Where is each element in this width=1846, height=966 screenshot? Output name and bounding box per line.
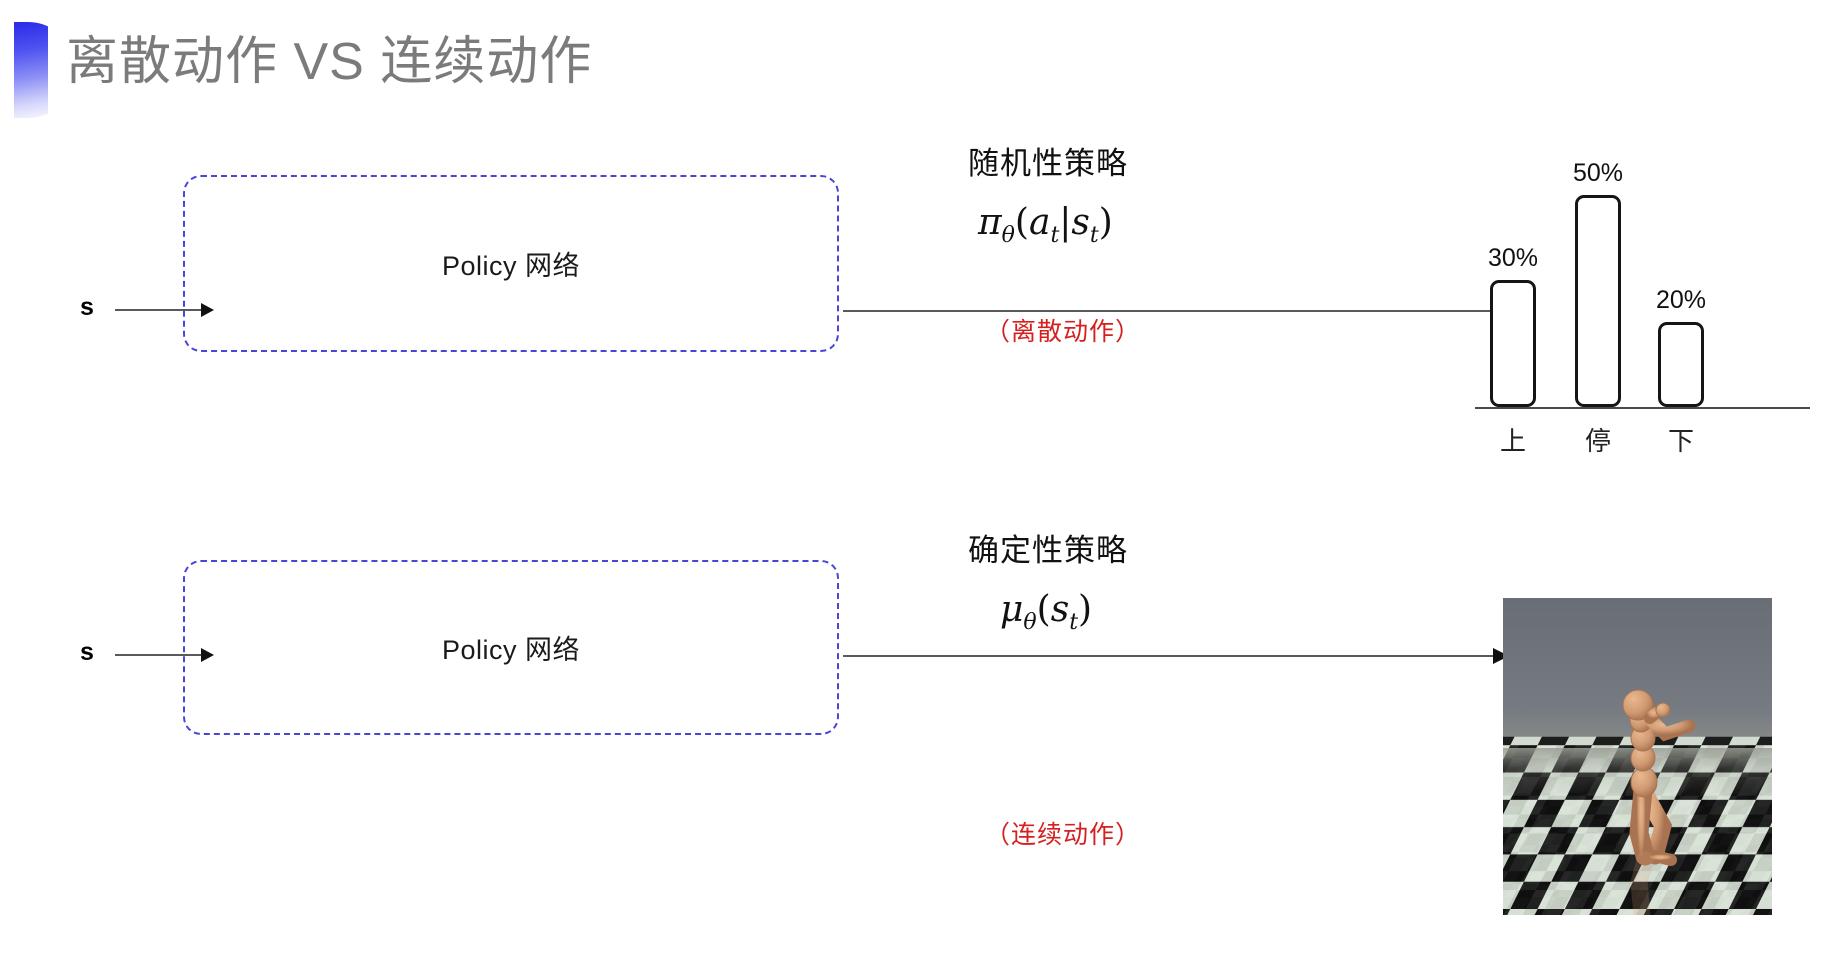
output-arrow-continuous <box>843 648 1509 664</box>
output-arrow-discrete <box>843 303 1509 319</box>
bar-category-1: 停 <box>1584 426 1611 456</box>
bar-category-0: 上 <box>1499 426 1526 456</box>
bar-rect-0[interactable] <box>1490 280 1536 407</box>
policy-network-box-discrete[interactable]: Policy 网络 <box>183 175 839 352</box>
policy-network-box-continuous[interactable]: Policy 网络 <box>183 560 839 735</box>
continuous-action-note: （连续动作） <box>985 821 1142 849</box>
policy-network-label: Policy 网络 <box>441 635 581 665</box>
humanoid-sim-svg <box>1503 598 1772 915</box>
policy-kind-stochastic: 随机性策略 <box>968 146 1128 181</box>
policy-network-label: Policy 网络 <box>441 251 581 281</box>
input-arrow-discrete <box>115 303 214 317</box>
discrete-action-note: （离散动作） <box>985 318 1142 346</box>
bar-rect-1[interactable] <box>1575 195 1621 407</box>
formula-stochastic-policy: πθ(at|st) <box>978 202 1113 249</box>
bar-value-0: 30% <box>1487 244 1539 272</box>
bar-rect-2[interactable] <box>1658 322 1704 407</box>
action-probability-bar-chart: 30% 上 50% 停 20% 下 <box>1470 95 1815 456</box>
half-circle-gradient-icon <box>14 22 48 118</box>
bar-value-2: 20% <box>1655 286 1707 314</box>
input-arrow-continuous <box>115 648 214 662</box>
continuous-action-row: s Policy 网络 确定性策略 μθ(st) （连续动作） <box>0 533 1846 930</box>
bar-value-1: 50% <box>1572 159 1624 187</box>
bar-category-2: 下 <box>1667 426 1694 456</box>
mujoco-humanoid-render <box>1503 598 1772 915</box>
state-label-discrete: s <box>80 293 94 321</box>
formula-deterministic-policy: μθ(st) <box>1000 589 1093 636</box>
state-label-continuous: s <box>80 638 94 666</box>
chart-x-axis <box>1475 407 1810 409</box>
page-title: 离散动作 VS 连续动作 <box>66 33 593 91</box>
policy-kind-deterministic: 确定性策略 <box>968 533 1128 568</box>
